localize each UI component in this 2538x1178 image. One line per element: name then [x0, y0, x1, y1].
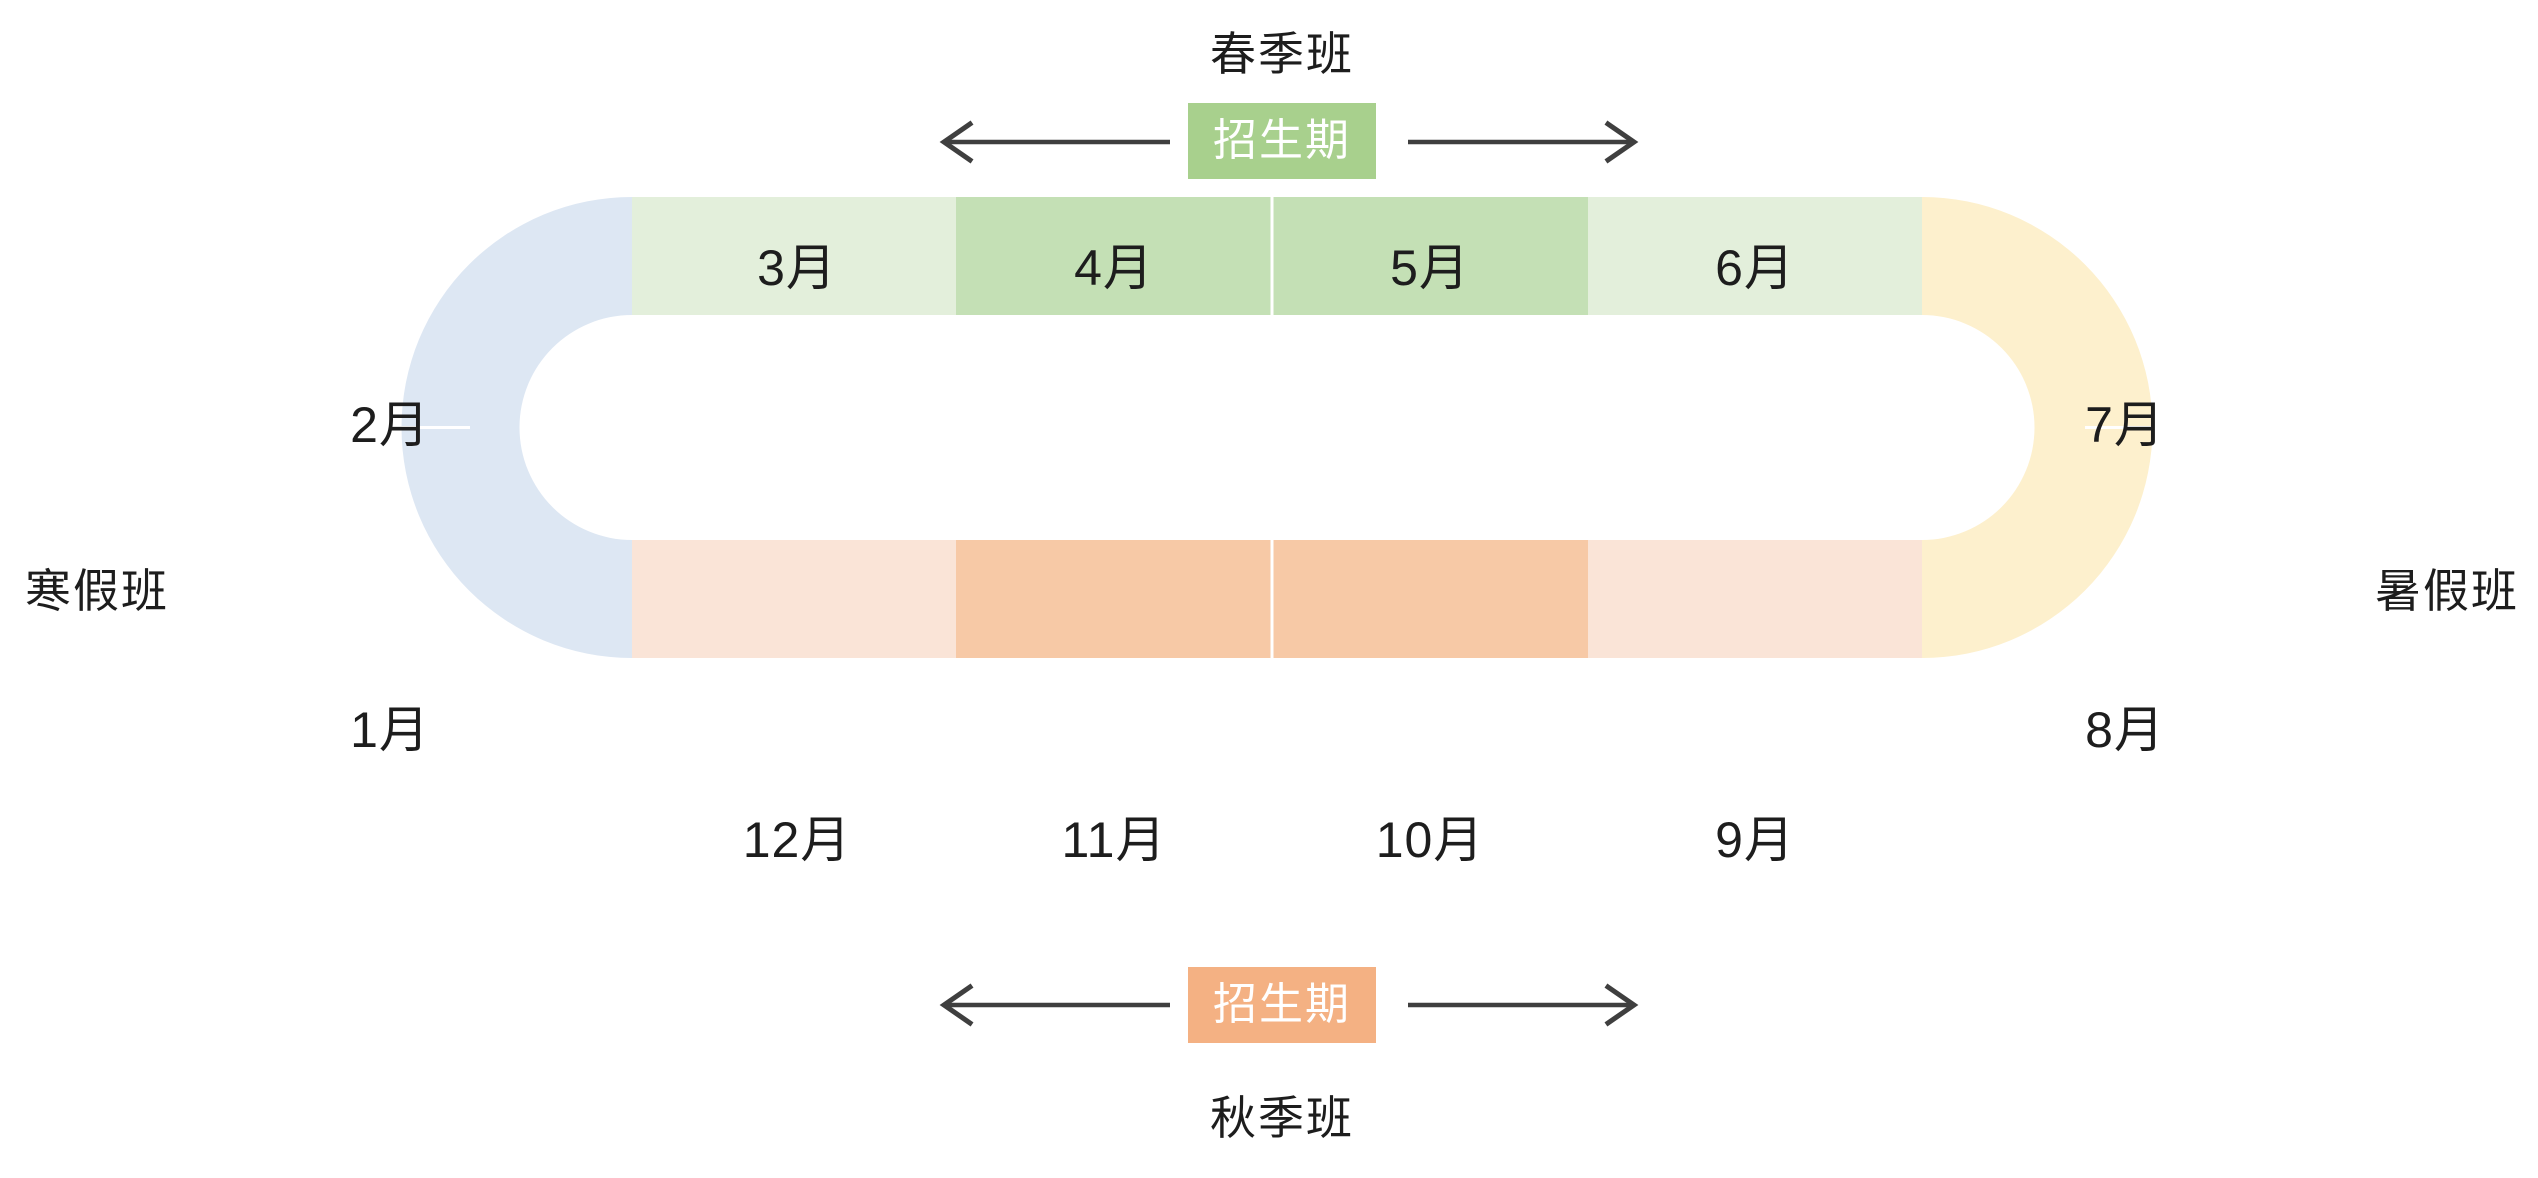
segment-winter-cap — [401, 197, 632, 658]
segment-month-9 — [1588, 505, 1922, 658]
month-label-2: 2月 — [350, 397, 430, 453]
month-label-5: 5月 — [1390, 240, 1470, 296]
segment-month-12 — [632, 505, 956, 658]
month-label-3: 3月 — [757, 240, 837, 296]
season-label-winter: 寒假班 — [25, 565, 169, 617]
month-label-1: 1月 — [350, 702, 430, 758]
month-label-6: 6月 — [1715, 240, 1795, 296]
month-label-12: 12月 — [742, 812, 852, 868]
segment-month-10 — [1272, 505, 1588, 658]
autumn-right-arrow-icon — [1408, 983, 1639, 1027]
season-caption-spring: 春季班 — [1210, 28, 1354, 80]
month-label-11: 11月 — [1061, 812, 1167, 868]
month-label-10: 10月 — [1375, 812, 1485, 868]
month-label-7: 7月 — [2085, 397, 2165, 453]
season-caption-autumn: 秋季班 — [1210, 1092, 1354, 1144]
spring-left-arrow-icon — [939, 120, 1170, 164]
enrollment-badge-autumn: 招生期 — [1188, 967, 1376, 1043]
autumn-left-arrow-icon — [939, 983, 1170, 1027]
segment-month-11 — [956, 505, 1272, 658]
month-label-4: 4月 — [1074, 240, 1154, 296]
spring-right-arrow-icon — [1408, 120, 1639, 164]
season-label-summer: 暑假班 — [2375, 565, 2519, 617]
enrollment-badge-spring: 招生期 — [1188, 103, 1376, 179]
month-label-9: 9月 — [1715, 812, 1795, 868]
month-label-8: 8月 — [2085, 702, 2165, 758]
